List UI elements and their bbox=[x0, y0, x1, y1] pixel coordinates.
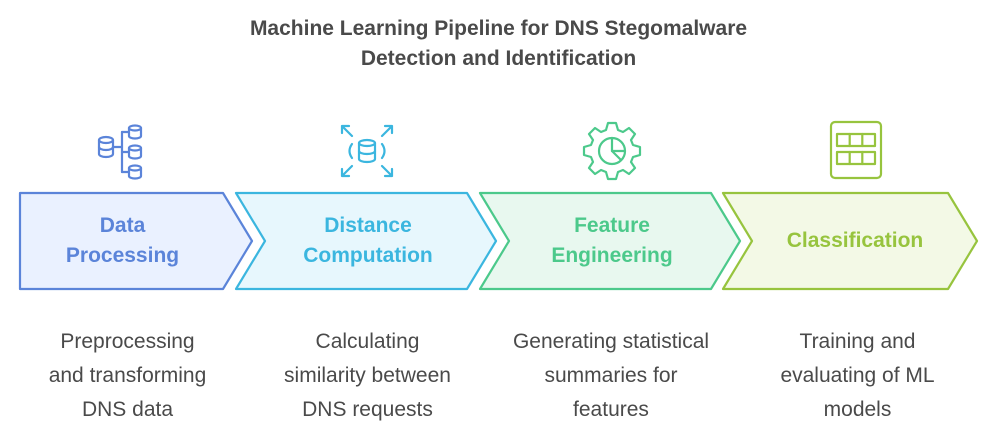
step-arrow-data-processing bbox=[18, 191, 254, 291]
step-1-desc-line3: DNS data bbox=[81, 398, 174, 421]
step-1-desc-line2: and transforming bbox=[48, 364, 207, 387]
step-label-classification: Classification bbox=[750, 193, 960, 289]
step-2-label-line1: Distance bbox=[324, 214, 412, 237]
step-3-desc-line3: features bbox=[573, 398, 649, 421]
step-label-distance-computation: Distance Computation bbox=[262, 193, 474, 289]
step-4-desc-line1: Training and bbox=[799, 330, 916, 353]
step-4-desc-line2: evaluating of ML bbox=[780, 364, 935, 387]
step-arrow-distance-computation bbox=[234, 191, 498, 291]
table-grid-icon bbox=[821, 116, 891, 186]
database-expand-icon bbox=[332, 116, 402, 186]
step-3-desc-line1: Generating statistical bbox=[512, 330, 710, 353]
step-label-data-processing: Data Processing bbox=[20, 193, 225, 289]
pipeline-arrows bbox=[0, 186, 997, 296]
title-line-2: Detection and Identification bbox=[360, 47, 637, 70]
gear-chart-icon bbox=[577, 116, 647, 186]
step-1-description: Preprocessing and transforming DNS data bbox=[5, 325, 250, 427]
step-1-label-line1: Data bbox=[99, 214, 146, 237]
step-2-desc-line3: DNS requests bbox=[302, 398, 433, 421]
step-3-label-line1: Feature bbox=[574, 214, 650, 237]
step-3-description: Generating statistical summaries for fea… bbox=[486, 325, 736, 427]
step-1-desc-line1: Preprocessing bbox=[60, 330, 195, 353]
database-tree-icon bbox=[90, 116, 160, 186]
step-1-label-line2: Processing bbox=[65, 244, 180, 267]
step-2-label-line2: Computation bbox=[303, 244, 433, 267]
diagram-title: Machine Learning Pipeline for DNS Stegom… bbox=[0, 14, 997, 74]
title-line-1: Machine Learning Pipeline for DNS Stegom… bbox=[249, 17, 748, 40]
step-arrow-feature-engineering bbox=[478, 191, 742, 291]
step-4-label-line1: Classification bbox=[786, 229, 924, 252]
step-3-label-line2: Engineering bbox=[551, 244, 673, 267]
step-4-description: Training and evaluating of ML models bbox=[735, 325, 980, 427]
step-4-desc-line3: models bbox=[823, 398, 892, 421]
step-label-feature-engineering: Feature Engineering bbox=[506, 193, 718, 289]
step-3-desc-line2: summaries for bbox=[544, 364, 678, 387]
step-2-description: Calculating similarity between DNS reque… bbox=[245, 325, 490, 427]
step-arrow-classification bbox=[721, 191, 979, 291]
step-2-desc-line1: Calculating bbox=[315, 330, 420, 353]
step-2-desc-line2: similarity between bbox=[284, 364, 451, 387]
